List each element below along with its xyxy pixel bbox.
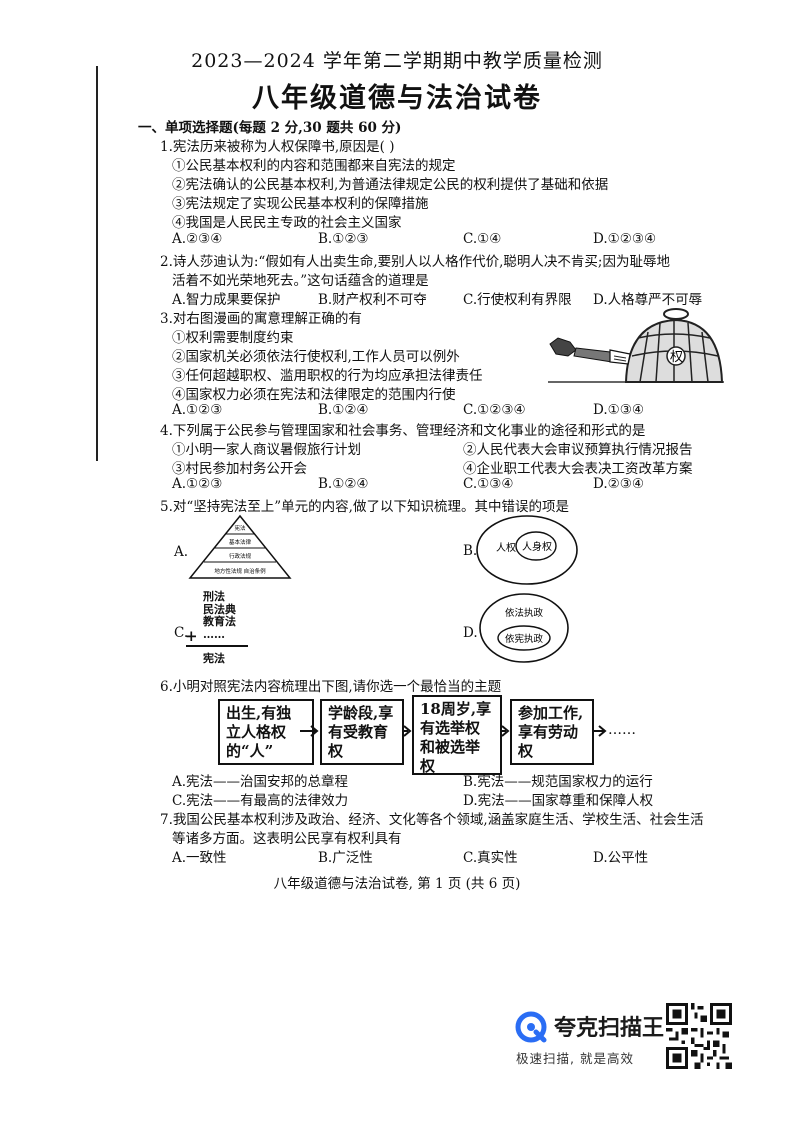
pyramid-level: 地方性法规 自治条例 <box>214 567 266 575</box>
flow-box-age18: 18周岁,享有选举权和被选举权 <box>412 695 502 775</box>
venn-outer-label: 人权 <box>496 541 516 554</box>
q7-option-c: C.真实性 <box>463 850 518 866</box>
law-pyramid: 宪法 基本法律 行政法规 地方性法规 自治条例 <box>186 514 294 582</box>
q4-option-c: C.①③④ <box>463 476 514 492</box>
flow-ellipsis: …… <box>608 722 636 738</box>
q5-option-b-label: B. <box>463 543 478 559</box>
q7-option-d: D.公平性 <box>593 850 649 866</box>
q7-option-a: A.一致性 <box>172 850 227 866</box>
rights-venn: 人权 人身权 <box>474 512 580 588</box>
q1-option-c: C.①④ <box>463 231 502 247</box>
paper-title: 八年级道德与法治试卷 <box>252 83 542 114</box>
cage-cartoon: 权 <box>548 306 724 388</box>
law-item: …… <box>203 627 225 641</box>
section-heading: 一、单项选择题(每题 2 分,30 题共 60 分) <box>138 120 402 136</box>
q3-option-c: C.①②③④ <box>463 402 526 418</box>
flow-arrows <box>298 720 608 742</box>
law-item: 民法典 <box>203 602 236 616</box>
q4-option-b: B.①②④ <box>318 476 369 492</box>
q5-option-a-label: A. <box>174 544 189 560</box>
q2-option-c: C.行使权利有界限 <box>463 292 572 308</box>
q6-option-b: B.宪法——规范国家权力的运行 <box>463 774 653 790</box>
scanner-brand: 夸克扫描王 <box>554 1016 665 1041</box>
q3-item: ④国家权力必须在宪法和法律限定的范围内行使 <box>172 387 456 403</box>
q3-item: ①权利需要制度约束 <box>172 330 294 346</box>
q5-option-d-label: D. <box>463 625 478 641</box>
scanner-logo-icon <box>514 1010 548 1044</box>
margin-line <box>96 66 98 461</box>
q7-stem-cont: 等诸多方面。这表明公民享有权利具有 <box>172 831 402 847</box>
q3-option-d: D.①③④ <box>593 402 644 418</box>
q1-item: ③宪法规定了实现公民基本权利的保障措施 <box>172 196 429 212</box>
governance-venn: 依法执政 依宪执政 <box>478 592 570 664</box>
q3-option-a: A.①②③ <box>172 402 223 418</box>
venn-inner-label: 依宪执政 <box>505 633 544 645</box>
exam-title: 2023—2024 学年第二学期期中教学质量检测 <box>191 50 603 72</box>
q1-item: ④我国是人民民主专政的社会主义国家 <box>172 215 402 231</box>
q3-item: ③任何超越职权、滥用职权的行为均应承担法律责任 <box>172 368 483 384</box>
q1-stem: 1.宪法历来被称为人权保障书,原因是( ) <box>160 139 395 155</box>
law-item: 教育法 <box>203 615 236 628</box>
flow-box-school: 学龄段,享有受教育权 <box>320 699 404 765</box>
law-sum-list: 刑法 民法典 教育法 …… <box>203 590 236 641</box>
sum-line <box>186 645 248 647</box>
q4-option-d: D.②③④ <box>593 476 644 492</box>
q1-option-a: A.②③④ <box>172 231 223 247</box>
q4-item: ③村民参加村务公开会 <box>172 461 307 477</box>
q2-option-a: A.智力成果要保护 <box>172 292 281 308</box>
q2-stem: 2.诗人莎迪认为:“假如有人出卖生命,要别人以人格作代价,聪明人决不肯买;因为耻… <box>160 254 670 270</box>
q1-option-b: B.①②③ <box>318 231 369 247</box>
q6-option-a: A.宪法——治国安邦的总章程 <box>172 774 349 790</box>
law-sum-result: 宪法 <box>203 652 225 665</box>
q1-option-d: D.①②③④ <box>593 231 657 247</box>
cartoon-power-label: 权 <box>670 349 683 365</box>
q2-option-d: D.人格尊严不可辱 <box>593 292 703 308</box>
pyramid-level: 宪法 <box>234 524 246 532</box>
pyramid-level: 行政法规 <box>229 552 252 560</box>
q6-option-d: D.宪法——国家尊重和保障人权 <box>463 793 654 809</box>
venn-outer-label: 依法执政 <box>505 607 544 619</box>
venn-inner-label: 人身权 <box>522 540 552 553</box>
q3-stem: 3.对右图漫画的寓意理解正确的有 <box>160 311 362 327</box>
pyramid-level: 基本法律 <box>229 538 252 546</box>
q3-item: ②国家机关必须依法行使权利,工作人员可以例外 <box>172 349 460 365</box>
qr-code-icon <box>666 1003 732 1069</box>
q4-item: ②人民代表大会审议预算执行情况报告 <box>463 442 693 458</box>
q5-option-c-label: C. <box>174 625 189 641</box>
q7-stem: 7.我国公民基本权利涉及政治、经济、文化等各个领域,涵盖家庭生活、学校生活、社会… <box>160 812 704 828</box>
q4-item: ④企业职工代表大会表决工资改革方案 <box>463 461 693 477</box>
q1-item: ①公民基本权利的内容和范围都来自宪法的规定 <box>172 158 456 174</box>
q2-stem-cont: 活着不如光荣地死去。”这句话蕴含的道理是 <box>172 273 429 289</box>
scanner-slogan: 极速扫描, 就是高效 <box>516 1051 634 1066</box>
q7-option-b: B.广泛性 <box>318 850 373 866</box>
q5-stem: 5.对“坚持宪法至上”单元的内容,做了以下知识梳理。其中错误的项是 <box>160 499 569 515</box>
page-footer: 八年级道德与法治试卷, 第 1 页 (共 6 页) <box>273 876 521 892</box>
law-item: 刑法 <box>203 590 225 603</box>
q6-option-c: C.宪法——有最高的法律效力 <box>172 793 349 809</box>
q4-stem: 4.下列属于公民参与管理国家和社会事务、管理经济和文化事业的途径和形式的是 <box>160 423 646 439</box>
flow-box-work: 参加工作,享有劳动权 <box>510 699 594 765</box>
q2-option-b: B.财产权利不可夺 <box>318 292 427 308</box>
plus-sign: + <box>185 627 198 645</box>
q4-option-a: A.①②③ <box>172 476 223 492</box>
q6-stem: 6.小明对照宪法内容梳理出下图,请你选一个最恰当的主题 <box>160 679 502 695</box>
q1-item: ②宪法确认的公民基本权利,为普通法律规定公民的权利提供了基础和依据 <box>172 177 609 193</box>
q3-option-b: B.①②④ <box>318 402 369 418</box>
q4-item: ①小明一家人商议暑假旅行计划 <box>172 442 361 458</box>
